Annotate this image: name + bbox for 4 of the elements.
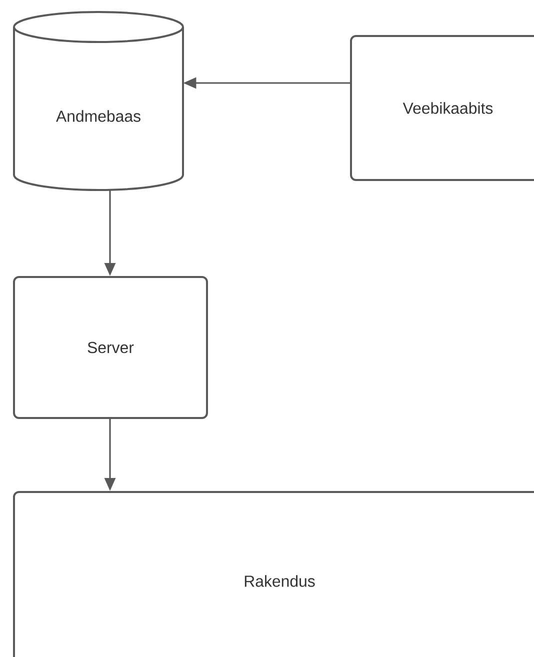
database-cylinder: Andmebaas bbox=[13, 11, 184, 191]
process-box: Rakendus bbox=[13, 491, 534, 657]
process-box: Veebikaabits bbox=[350, 35, 534, 181]
process-box: Server bbox=[13, 276, 208, 419]
